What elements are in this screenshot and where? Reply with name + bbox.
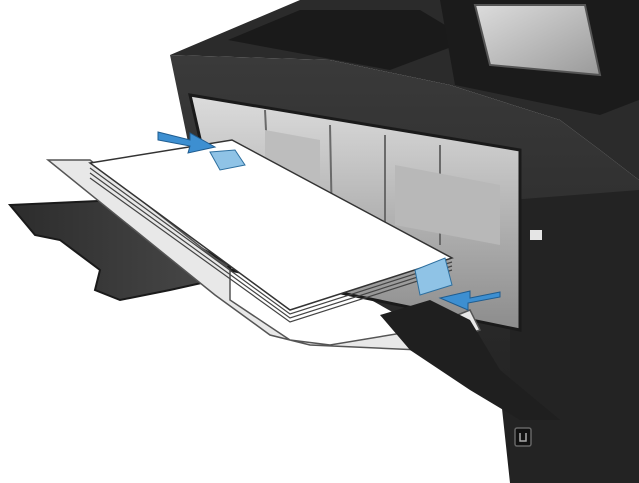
arrow-guide-right-icon (157, 131, 217, 154)
usb-port-icon (514, 427, 532, 447)
tray-hinge (380, 300, 560, 420)
control-panel-screen-icon (473, 4, 602, 77)
left-paper-guide-icon (209, 149, 246, 171)
paper-stack (88, 139, 454, 323)
arrow-guide-left-icon (438, 290, 501, 311)
right-paper-guide-icon (414, 257, 453, 296)
side-indicator-icon (530, 230, 542, 240)
